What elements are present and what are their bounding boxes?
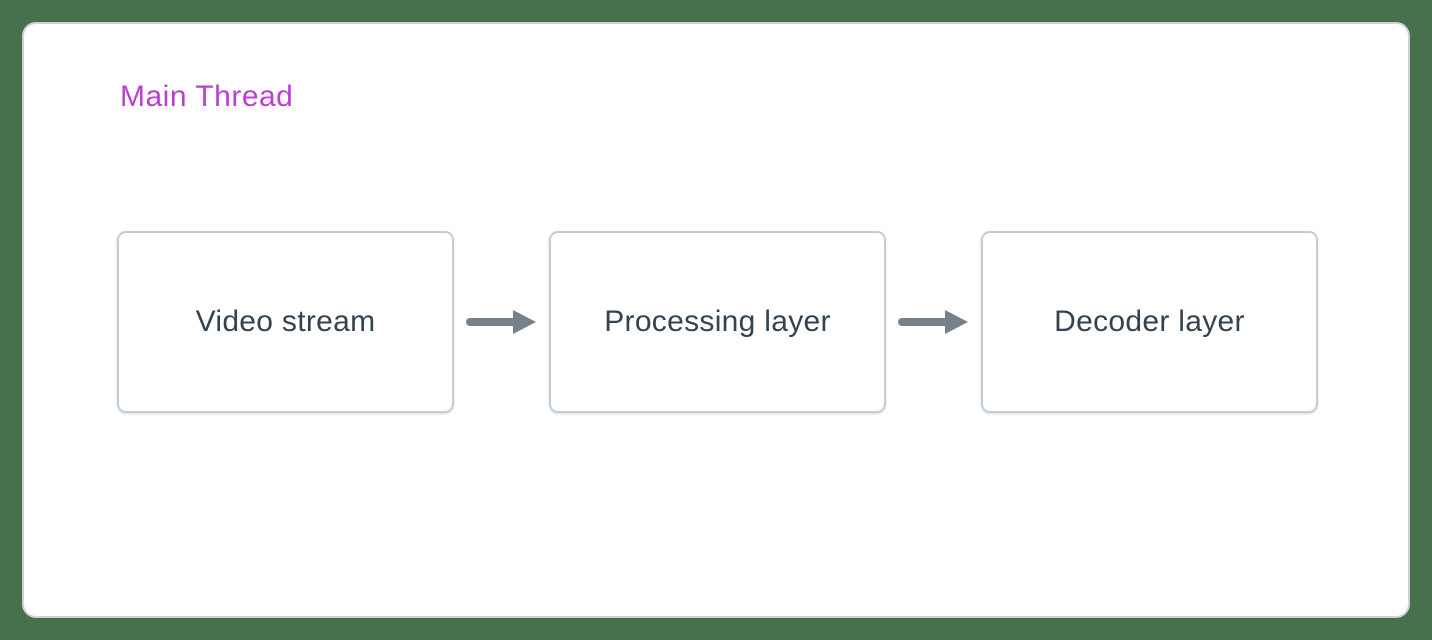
node-decoder-layer: Decoder layer [981, 231, 1318, 413]
arrow-right-icon [454, 304, 549, 340]
pipeline-flow: Video stream Processing layer Decoder la… [117, 231, 1318, 413]
diagram-title: Main Thread [120, 80, 294, 113]
node-label: Decoder layer [1054, 305, 1245, 338]
node-processing-layer: Processing layer [549, 231, 886, 413]
node-video-stream: Video stream [117, 231, 454, 413]
node-label: Video stream [195, 305, 376, 338]
node-label: Processing layer [604, 305, 831, 338]
arrow-right-icon [886, 304, 981, 340]
diagram-card: Main Thread Video stream Processing laye… [22, 22, 1410, 618]
